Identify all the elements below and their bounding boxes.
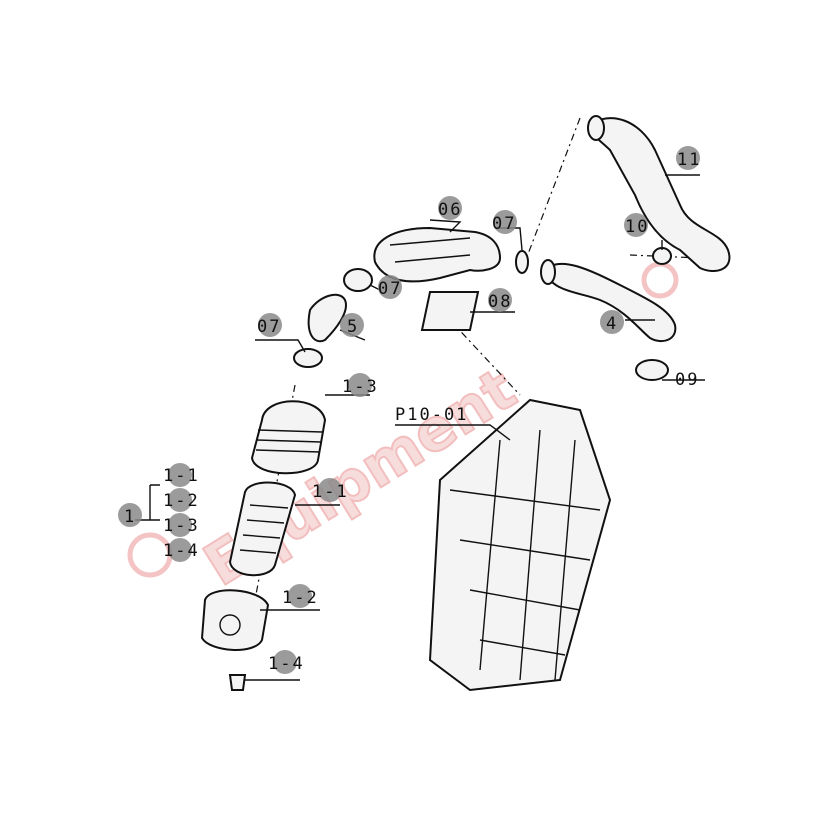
callout-11: 11 — [677, 150, 701, 170]
clamp-09 — [635, 359, 669, 381]
callout-06: 06 — [438, 200, 462, 220]
hose-11 — [587, 115, 731, 272]
elbow-5 — [307, 293, 347, 343]
hose-4 — [540, 259, 677, 343]
valve-1-4 — [228, 674, 247, 691]
filter-element-1-1 — [228, 481, 297, 577]
callout-4: 4 — [606, 314, 618, 334]
end-cap-1-2 — [200, 589, 270, 651]
group-item-1-2: 1-2 — [163, 491, 200, 511]
callout-bubbles — [118, 146, 700, 674]
callout-group-1: 1 — [124, 507, 136, 527]
callout-1-1: 1-1 — [312, 482, 349, 502]
filter-housing-1-3 — [250, 400, 327, 475]
group-item-1-4: 1-4 — [163, 541, 200, 561]
callout-1-4: 1-4 — [268, 654, 305, 674]
callout-5: 5 — [347, 317, 359, 337]
group-item-1-3: 1-3 — [163, 516, 200, 536]
group-item-1-1: 1-1 — [163, 466, 200, 486]
clamp-07c — [293, 348, 323, 368]
assembly-axis-upper — [519, 117, 581, 276]
callout-labels: 11 10 06 07 08 07 5 07 4 09 1-3 P10-01 1… — [124, 150, 701, 674]
clamp-07a — [515, 250, 529, 274]
clamp-07b — [343, 268, 373, 292]
callout-10: 10 — [625, 217, 649, 237]
pad-08 — [420, 291, 480, 331]
callout-07-c: 07 — [257, 317, 281, 337]
assembly-axis-mid — [449, 319, 521, 396]
callout-08: 08 — [488, 292, 512, 312]
callout-07-a: 07 — [492, 214, 516, 234]
callout-1-2: 1-2 — [282, 588, 319, 608]
manifold-06 — [373, 226, 502, 283]
frame-p10-01 — [428, 398, 612, 692]
callout-1-3: 1-3 — [342, 377, 379, 397]
clamp-10 — [652, 247, 672, 265]
callout-07-b: 07 — [378, 279, 402, 299]
callout-p10-01: P10-01 — [395, 405, 468, 425]
callout-09: 09 — [675, 370, 699, 390]
